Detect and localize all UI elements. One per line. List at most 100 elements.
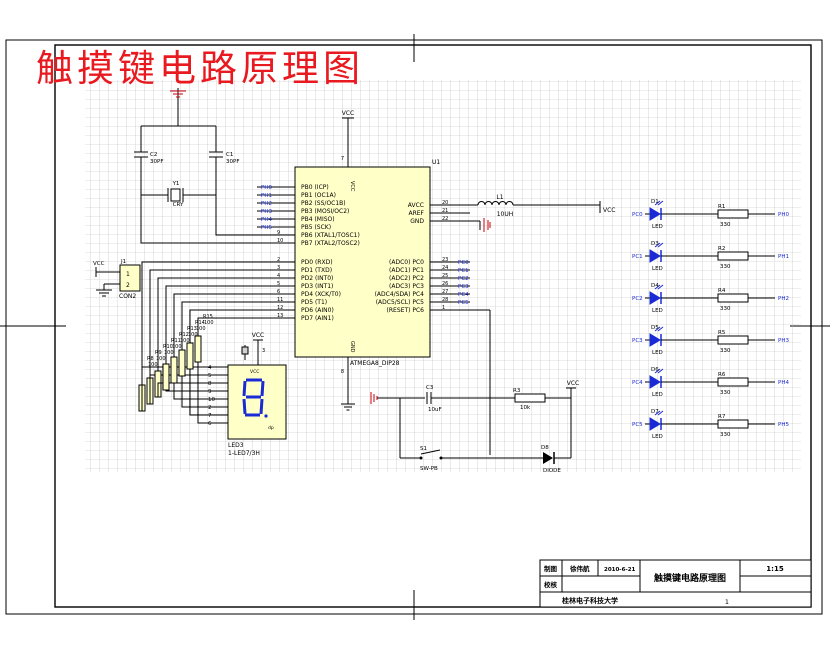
segment-resistor-ref: R14	[195, 320, 205, 326]
mcu-left-pin-name: PD6 (AIN0)	[301, 307, 334, 314]
switch-ref: S1	[420, 446, 427, 452]
segment-wire	[165, 390, 228, 392]
segment-resistor-value: 100	[180, 338, 190, 344]
led-resistor-value: 330	[720, 222, 731, 228]
segment-resistor-value: 100	[164, 350, 174, 356]
xtal2-wire	[140, 195, 257, 244]
display-segment	[242, 380, 247, 397]
mcu-left-pin-name: PD0 (RXD)	[301, 259, 333, 266]
display-common-pad	[241, 346, 249, 355]
led-pad-label: PH1	[778, 254, 789, 260]
led-resistor-value: 330	[720, 306, 731, 312]
led-resistor	[717, 209, 749, 219]
segment-resistor-value: 100	[204, 320, 214, 326]
segment-resistor-ref: R13	[187, 326, 197, 332]
led-emission-arrow	[657, 410, 664, 416]
mcu-right-pin-num: 26	[442, 281, 448, 287]
mcu-right-pin-num: 1	[442, 305, 445, 311]
led-emission-arrow	[657, 200, 664, 206]
segment-resistor-value: 100	[196, 326, 206, 332]
segment-wire	[173, 383, 228, 400]
led-emission-arrow	[654, 326, 661, 332]
r3-ref: R3	[513, 388, 521, 394]
pd-bus-wire	[165, 285, 257, 328]
segment-wire	[197, 362, 228, 424]
segment-wire	[149, 374, 228, 404]
led-net-label: PC4	[632, 380, 643, 386]
mcu-right-pin-name: (ADC0) PC0	[389, 259, 424, 266]
display-segment	[260, 380, 265, 397]
led-resistor-ref: R7	[718, 414, 726, 420]
led-net-label: PC5	[632, 422, 643, 428]
mcu-right-top-pin-num: 21	[442, 208, 448, 214]
c2-value: 30PF	[150, 159, 163, 165]
led-ref: D7	[651, 409, 659, 415]
mcu-left-pin-name: PD3 (INT1)	[301, 283, 333, 290]
crystal-ref: Y1	[172, 181, 180, 187]
diode-body	[543, 452, 553, 464]
led-resistor	[717, 251, 749, 261]
led-resistor-ref: R2	[718, 246, 725, 252]
title-block-date: 2010-6-21	[604, 567, 636, 573]
mcu-body	[294, 166, 431, 358]
mcu-right-pin-name: (ADC3) PC3	[389, 283, 424, 290]
mcu-right-pin-name: (ADC2) PC2	[389, 275, 424, 282]
mcu-pb-net-label: PH5	[261, 225, 272, 231]
c1-ref: C1	[226, 152, 233, 158]
mcu-left-pin-num: 6	[277, 289, 280, 295]
mcu-pb-net-label: PH1	[261, 193, 272, 199]
mcu-left-pin-num: 11	[277, 297, 283, 303]
led-resistor-value: 330	[720, 264, 731, 270]
segment-resistor	[178, 349, 186, 377]
display-pin-num: 5	[208, 373, 212, 379]
mcu-gnd-pin: 8	[341, 369, 344, 375]
led-ref: D5	[651, 325, 659, 331]
diode-ref: D8	[541, 445, 549, 451]
led-emission-arrow	[657, 326, 664, 332]
mcu-pb-net-label: PH4	[261, 217, 272, 223]
led-label: LED	[652, 434, 663, 440]
led-resistor	[717, 335, 749, 345]
led-emission-arrow	[654, 242, 661, 248]
pd-bus-wire	[157, 277, 257, 326]
led-emission-arrow	[657, 242, 664, 248]
mcu-pc-net-label: PC1	[458, 268, 469, 274]
led-emission-arrow	[654, 284, 661, 290]
segment-resistor-value: 100	[188, 332, 198, 338]
mcu-left-pin-name: PD2 (INT0)	[301, 275, 333, 282]
mcu-left-pin-num: 9	[277, 230, 280, 236]
mcu-part: ATMEGA8_DIP28	[350, 360, 400, 367]
title-block-check-label: 校核	[544, 580, 558, 589]
segment-resistor-value: 100	[156, 356, 166, 362]
led-pad-label: PH5	[778, 422, 789, 428]
connector-j1-body	[119, 264, 141, 292]
mcu-right-pin-num: 25	[442, 273, 448, 279]
mcu-left-pin-num: 10	[277, 238, 283, 244]
mcu-left-pin-num: 3	[277, 265, 280, 271]
segment-resistor-ref: R12	[179, 332, 189, 338]
segment-resistor-ref: R15	[203, 314, 213, 320]
pd-bus-wire	[141, 261, 257, 322]
mcu-vcc-pin: 7	[341, 156, 344, 162]
mcu-left-pin-name: PB6 (XTAL1/TOSC1)	[301, 232, 360, 239]
title-block-school: 桂林电子科技大学	[561, 596, 618, 605]
display-pin-num: 9	[208, 389, 212, 395]
segment-wire	[181, 376, 228, 408]
mcu-right-pin-num: 27	[442, 289, 448, 295]
mcu-left-pin-name: PB7 (XTAL2/TOSC2)	[301, 240, 360, 247]
led-emission-arrow	[657, 284, 664, 290]
mcu-pc-net-label: PC2	[458, 276, 469, 282]
mcu-left-pin-name: PD5 (T1)	[301, 299, 327, 306]
led-triangle	[649, 249, 661, 263]
mcu-left-pin-num: 13	[277, 313, 283, 319]
segment-resistor	[170, 356, 178, 384]
led-label: LED	[652, 224, 663, 230]
segment-resistor-value: 100	[148, 362, 158, 368]
mcu-right-pin-num: 28	[442, 297, 448, 303]
segment-resistor-ref: R10	[163, 344, 173, 350]
diode-value: DIODE	[543, 468, 561, 474]
display-pin-num: 4	[208, 365, 212, 371]
mcu-right-pin-name: (ADC4/SDA) PC4	[375, 291, 425, 298]
led-triangle	[649, 207, 661, 221]
